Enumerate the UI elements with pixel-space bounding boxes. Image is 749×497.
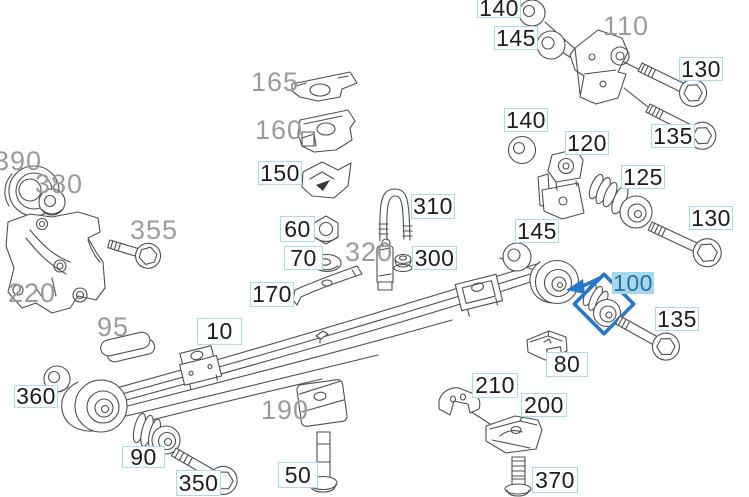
callout-360[interactable]: 360 [14,385,58,408]
callout-95: 95 [97,312,130,342]
part-355-bolt [107,239,162,269]
callout-120[interactable]: 120 [565,131,609,155]
part-220-bracket [5,211,106,314]
part-135-bottom-bolt[interactable] [611,308,684,365]
callout-190: 190 [261,395,310,425]
callout-200[interactable]: 200 [521,393,567,417]
part-190-damper-block [296,379,348,427]
part-310-u-bolt[interactable] [378,188,413,242]
callout-130-top[interactable]: 130 [679,57,723,81]
callout-50[interactable]: 50 [278,462,318,488]
part-60-nut[interactable] [313,215,339,245]
callout-165: 165 [251,67,300,97]
part-100-bushing-selected[interactable] [580,282,622,328]
callout-90[interactable]: 90 [122,445,165,468]
part-130-mid-bolt[interactable] [644,213,726,271]
part-125-bushing[interactable] [585,173,653,229]
part-120-shackle[interactable] [537,148,585,220]
part-380-nut [38,188,66,216]
part-10-leaf-spring[interactable] [61,259,580,433]
part-170-wear-plate[interactable] [292,265,363,306]
part-200-bracket[interactable] [485,415,543,454]
callout-170[interactable]: 170 [250,282,294,307]
part-150-buffer[interactable] [301,161,352,199]
part-140-top-washer[interactable] [518,0,546,27]
callout-145-mid[interactable]: 145 [515,219,559,243]
callout-60[interactable]: 60 [280,216,315,242]
callout-135-bottom[interactable]: 135 [655,307,699,331]
callout-135-top[interactable]: 135 [651,124,695,148]
callout-370[interactable]: 370 [532,467,578,493]
part-145-mid-washer[interactable] [502,242,532,272]
callout-355: 355 [130,215,179,245]
callout-320: 320 [345,237,394,267]
callout-125[interactable]: 125 [621,165,665,189]
callout-350[interactable]: 350 [176,470,221,496]
part-130-top-bolt[interactable] [634,55,711,111]
callout-390: 390 [0,146,43,176]
callout-70[interactable]: 70 [284,246,323,270]
part-110-bracket [569,29,630,105]
callout-210[interactable]: 210 [472,373,518,398]
part-370-bolt[interactable] [504,456,532,497]
part-50-center-bolt[interactable] [308,431,338,493]
part-320-shackle-link [376,238,394,291]
part-140-mid-washer[interactable] [507,135,537,165]
part-165-plate [291,71,358,102]
callout-145-top[interactable]: 145 [494,26,538,50]
part-160-spring-seat [297,109,356,153]
callout-150[interactable]: 150 [258,161,302,185]
callout-130-mid[interactable]: 130 [689,206,733,230]
callout-160: 160 [255,115,304,145]
callout-310[interactable]: 310 [411,194,455,219]
callout-300[interactable]: 300 [412,246,457,270]
part-145-top-washer[interactable] [536,30,566,60]
callout-220: 220 [8,278,57,308]
part-95-pad [100,331,156,363]
callout-380: 380 [35,169,84,199]
callout-140-top[interactable]: 140 [477,0,521,19]
callout-140-mid[interactable]: 140 [504,108,548,132]
callout-10[interactable]: 10 [197,318,242,345]
part-300-nut[interactable] [393,253,413,273]
callout-110: 110 [603,11,650,41]
callout-100-selected[interactable]: 100 [612,269,654,296]
callout-80[interactable]: 80 [546,352,588,377]
